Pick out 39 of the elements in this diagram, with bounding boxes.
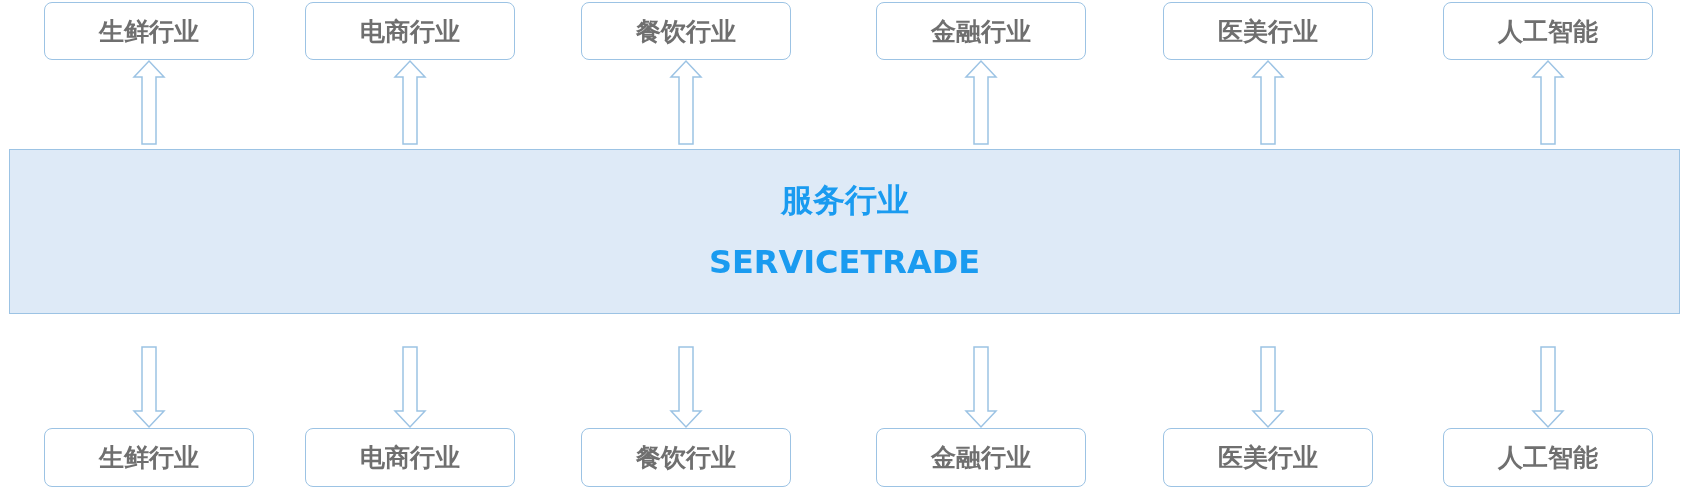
arrow [132,346,166,429]
industry-box [876,2,1086,60]
arrow [669,59,703,145]
arrow [1531,346,1565,429]
industry-box [305,428,515,487]
industry-box [44,428,254,487]
arrow [669,346,703,429]
category-band [9,149,1680,314]
industry-box [1443,428,1653,487]
arrow [964,59,998,145]
industry-label: 餐饮行业 [636,442,736,474]
band-subtitle: SERVICETRADE [708,241,981,283]
industry-box [581,428,791,487]
industry-label: 生鲜行业 [99,15,199,48]
industry-label: 人工智能 [1498,442,1598,474]
arrow [964,346,998,429]
industry-label: 餐饮行业 [636,15,736,48]
arrow [1251,59,1285,145]
industry-box [305,2,515,60]
industry-label: 人工智能 [1498,15,1598,48]
industry-box [581,2,791,60]
industry-label: 金融行业 [931,15,1031,48]
band-title: 服务行业 [780,179,909,221]
industry-label: 生鲜行业 [99,442,199,474]
arrow [393,346,427,429]
industry-box [1163,428,1373,487]
arrow [1251,346,1285,429]
arrow [132,59,166,145]
industry-box [876,428,1086,487]
industry-box [44,2,254,60]
industry-label: 电商行业 [360,442,460,474]
industry-label: 医美行业 [1218,442,1318,474]
industry-label: 电商行业 [360,15,460,48]
industry-box [1443,2,1653,60]
arrow [1531,59,1565,145]
industry-label: 金融行业 [931,442,1031,474]
industry-label: 医美行业 [1218,15,1318,48]
industry-box [1163,2,1373,60]
arrow [393,59,427,145]
